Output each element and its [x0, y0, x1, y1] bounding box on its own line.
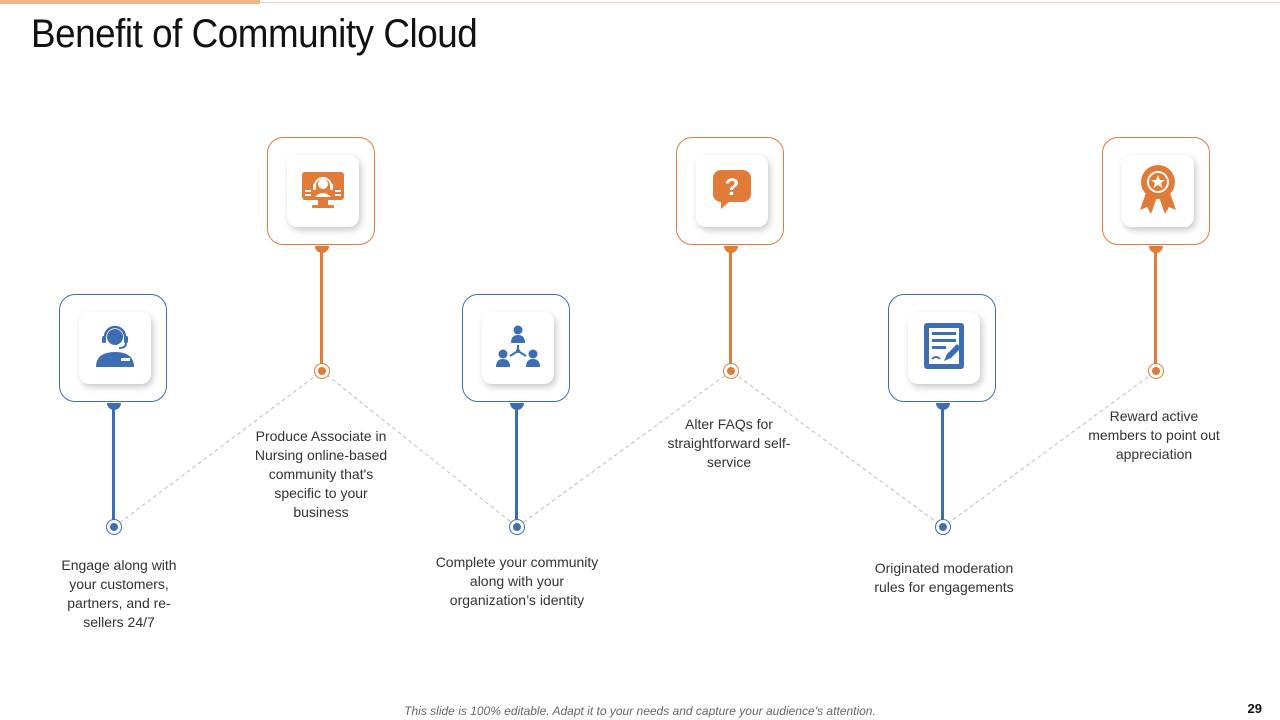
step-6-text: Reward active members to point out appre… [1088, 408, 1220, 462]
step-4-icon-tile: ? [696, 155, 768, 227]
svg-text:?: ? [725, 174, 740, 201]
step-1-icon-box [59, 294, 167, 402]
step-5-stem-cap [936, 403, 950, 410]
slide-title: Benefit of Community Cloud [31, 12, 478, 56]
step-6-icon-tile [1122, 155, 1194, 227]
step-6-stem-cap [1149, 246, 1163, 253]
step-4-text: Alter FAQs for straightforward self-serv… [667, 416, 791, 470]
step-5-stem [941, 403, 944, 521]
step-2-stem [320, 246, 323, 364]
step-6-icon-box [1102, 137, 1210, 245]
step-5-icon-tile [908, 312, 980, 384]
customer-support-agent-icon [92, 323, 138, 374]
page-number: 29 [1247, 701, 1262, 716]
step-3-node [509, 519, 525, 535]
top-accent-bar [0, 0, 260, 4]
step-3-text: Complete your community along with your … [435, 554, 599, 608]
document-edit-icon [922, 321, 966, 376]
step-5-icon-box [888, 294, 996, 402]
step-5-text: Originated moderation rules for engageme… [874, 560, 1014, 595]
step-1-icon-tile [79, 312, 151, 384]
step-6-stem [1154, 246, 1157, 364]
step-1-node [106, 519, 122, 535]
step-4-stem-cap [724, 246, 738, 253]
step-2-node [314, 363, 330, 379]
step-1-stem [112, 403, 115, 521]
step-3-icon-tile [482, 312, 554, 384]
step-2-icon-box [267, 137, 375, 245]
slide-footer-note: This slide is 100% editable. Adapt it to… [404, 704, 876, 718]
step-2-text: Produce Associate in Nursing online-base… [254, 428, 388, 520]
computer-headset-support-icon [300, 166, 346, 217]
step-1-text: Engage along with your customers, partne… [61, 557, 177, 630]
step-3-icon-box [462, 294, 570, 402]
step-2-icon-tile [287, 155, 359, 227]
step-3-stem-cap [510, 403, 524, 410]
step-2-stem-cap [315, 246, 329, 253]
step-5-node [935, 519, 951, 535]
award-ribbon-icon [1135, 162, 1181, 221]
question-chat-bubble-icon: ? [711, 168, 753, 215]
step-1-stem-cap [107, 403, 121, 410]
step-6-node [1148, 363, 1164, 379]
step-3-stem [515, 403, 518, 521]
step-4-icon-box: ? [676, 137, 784, 245]
step-4-stem [729, 246, 732, 364]
step-4-node [723, 363, 739, 379]
team-network-icon [494, 323, 542, 374]
top-rule [260, 2, 1280, 3]
